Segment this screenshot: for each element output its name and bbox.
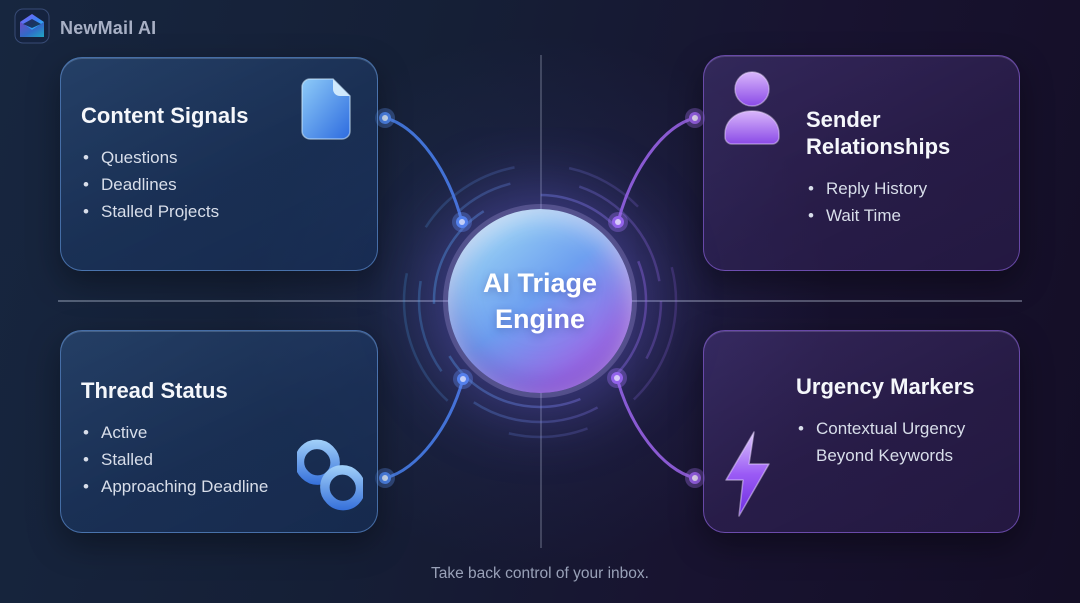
- list-item: Active: [81, 419, 353, 446]
- list-item: Deadlines: [81, 171, 353, 198]
- list-item: Stalled: [81, 446, 353, 473]
- brand-header: NewMail AI: [14, 8, 156, 49]
- card-urgency-markers: Urgency Markers Contextual Urgency Beyon…: [703, 330, 1020, 533]
- connector-content-signals: [383, 116, 464, 224]
- list-item: Wait Time: [806, 202, 1006, 229]
- sender-relationships-list: Reply History Wait Time: [806, 175, 1006, 229]
- newmail-envelope-icon: [14, 8, 50, 49]
- card-title-thread-status: Thread Status: [81, 378, 228, 403]
- lightning-bolt-icon: [718, 429, 776, 524]
- dot-purple-engine-bottom: [607, 368, 627, 388]
- card-title-content-signals: Content Signals: [81, 103, 249, 128]
- dot-blue-card-bottom: [375, 468, 395, 488]
- card-thread-status: Thread Status Active Stalled Approaching…: [60, 330, 378, 533]
- card-title-urgency-markers: Urgency Markers: [796, 374, 975, 399]
- list-item: Stalled Projects: [81, 198, 353, 225]
- card-sender-relationships: Sender Relationships Reply History Wait …: [703, 55, 1020, 271]
- footer-tagline: Take back control of your inbox.: [431, 565, 649, 582]
- ai-triage-engine-circle: AI Triage Engine: [448, 209, 632, 393]
- urgency-markers-list: Contextual Urgency Beyond Keywords: [796, 415, 1006, 469]
- card-title-sender-relationships: Sender Relationships: [806, 107, 951, 159]
- list-item: Questions: [81, 144, 353, 171]
- dot-blue-card-top: [375, 108, 395, 128]
- list-item: Approaching Deadline: [81, 473, 353, 500]
- dot-purple-engine-top: [608, 212, 628, 232]
- connector-urgency-markers: [615, 376, 697, 480]
- connector-thread-status: [383, 377, 465, 480]
- list-item: Contextual Urgency Beyond Keywords: [796, 415, 1006, 469]
- brand-name: NewMail AI: [60, 18, 157, 38]
- engine-title: AI Triage Engine: [482, 268, 598, 334]
- dot-purple-card-top: [685, 108, 705, 128]
- connector-sender-relationships: [616, 116, 697, 224]
- card-content-signals: Content Signals Questions Deadlines Stal…: [60, 57, 378, 271]
- thread-status-list: Active Stalled Approaching Deadline: [81, 419, 353, 500]
- dot-blue-engine-top: [452, 212, 472, 232]
- document-icon: [299, 78, 355, 145]
- dot-purple-card-bottom: [685, 468, 705, 488]
- list-item: Reply History: [806, 175, 1006, 202]
- dot-blue-engine-bottom: [453, 369, 473, 389]
- content-signals-list: Questions Deadlines Stalled Projects: [81, 144, 353, 225]
- person-icon: [723, 70, 781, 155]
